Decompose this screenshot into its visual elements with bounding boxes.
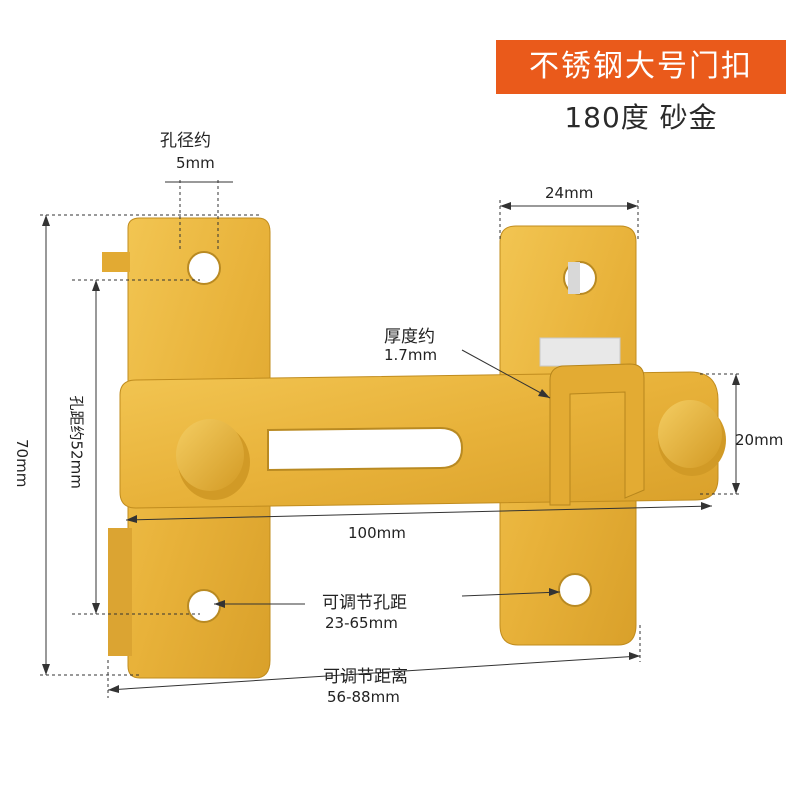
adjustable-distance-value: 56-88mm (327, 688, 400, 706)
product-title-banner: 不锈钢大号门扣 (496, 40, 786, 94)
knob-height-label: 20mm (735, 431, 784, 449)
plate-width-label: 24mm (545, 184, 594, 202)
bar-length-label: 100mm (348, 524, 406, 542)
left-knob-icon (176, 419, 250, 500)
dimension-arrows (42, 202, 740, 693)
latch-hook (549, 363, 645, 506)
thickness-value: 1.7mm (384, 346, 438, 364)
adjustable-distance-label: 可调节距离 (323, 667, 408, 687)
screw-hole-icon (187, 251, 221, 285)
product-subtitle: 180度 砂金 (564, 101, 718, 134)
hole-diameter-value: 5mm (176, 154, 215, 172)
screw-hole-icon (187, 589, 221, 623)
hole-diameter-label: 孔径约 (160, 131, 211, 151)
adjustable-hole-value: 23-65mm (325, 614, 398, 632)
dimension-lines (40, 180, 742, 698)
total-height-label: 70mm (13, 439, 31, 488)
screw-hole-icon (558, 573, 592, 607)
bar-slot (267, 426, 464, 472)
adjustable-hole-label: 可调节孔距 (322, 593, 407, 613)
right-knob-icon (658, 400, 726, 476)
hole-spacing-label: 孔距约52mm (67, 395, 86, 489)
thickness-label: 厚度约 (384, 327, 435, 347)
